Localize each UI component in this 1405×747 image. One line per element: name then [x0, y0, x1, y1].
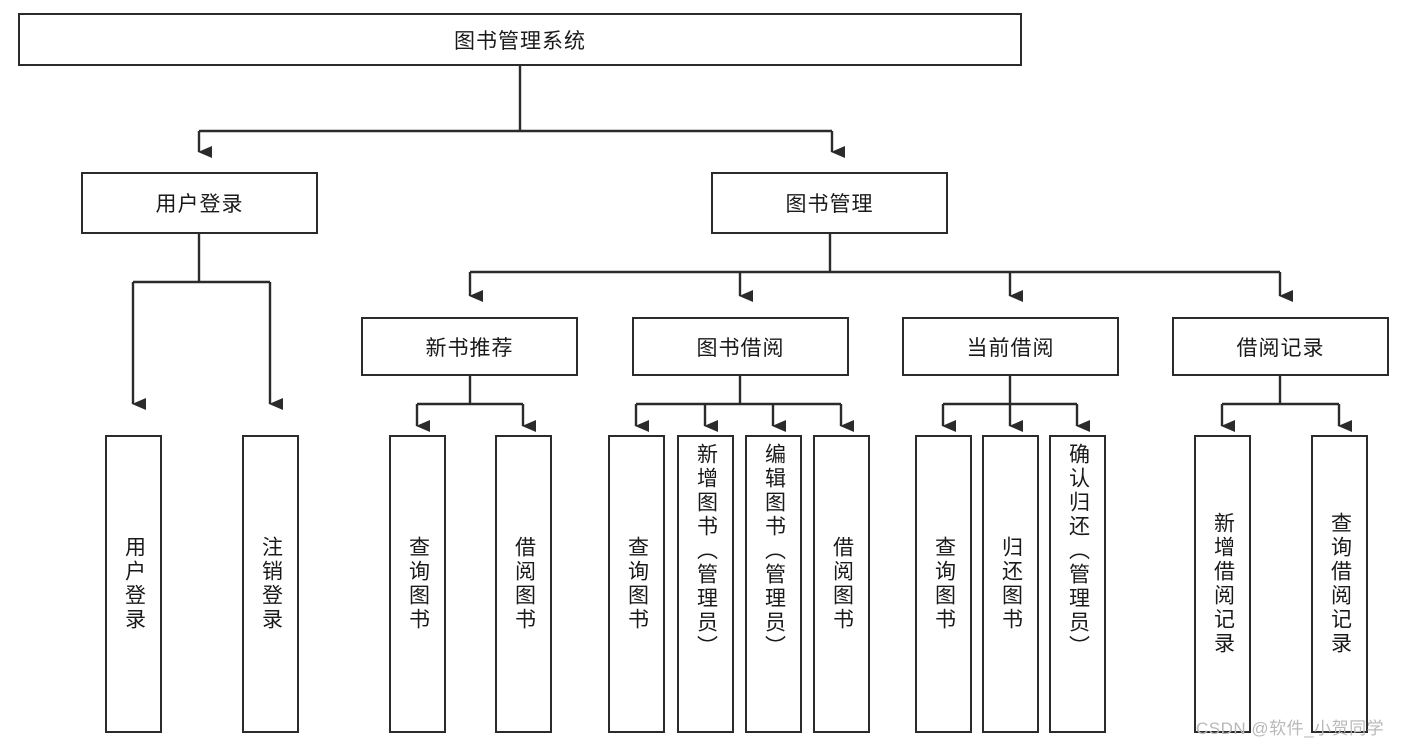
- node-borrow-record[interactable]: 借阅记录: [1172, 317, 1389, 376]
- leaf-query-book-borrow[interactable]: 查询图书: [608, 435, 665, 733]
- node-user-login-label: 用户登录: [155, 193, 244, 216]
- leaf-return-book[interactable]: 归还图书: [982, 435, 1039, 733]
- leaf-user-login-label: 用户登录: [122, 536, 146, 632]
- leaf-add-book-admin[interactable]: 新增图书（管理员）: [677, 435, 734, 733]
- leaf-confirm-return-admin[interactable]: 确认归还（管理员）: [1049, 435, 1106, 733]
- leaf-query-book-recommend[interactable]: 查询图书: [389, 435, 446, 733]
- csdn-watermark: CSDN @软件_小贺同学: [1196, 719, 1385, 738]
- node-user-login[interactable]: 用户登录: [81, 172, 318, 234]
- leaf-query-book-borrow-label: 查询图书: [625, 536, 649, 632]
- leaf-return-book-label: 归还图书: [999, 536, 1023, 632]
- leaf-borrow-book-recommend-label: 借阅图书: [512, 536, 536, 632]
- leaf-logout-label: 注销登录: [259, 536, 283, 632]
- leaf-query-borrow-record-label: 查询借阅记录: [1328, 512, 1352, 656]
- node-new-book-recommend-label: 新书推荐: [425, 336, 514, 360]
- node-book-borrow[interactable]: 图书借阅: [632, 317, 849, 376]
- leaf-add-borrow-record-label: 新增借阅记录: [1211, 512, 1235, 656]
- leaf-query-book-recommend-label: 查询图书: [406, 536, 430, 632]
- leaf-add-book-admin-label: 新增图书（管理员）: [694, 443, 718, 659]
- leaf-edit-book-admin[interactable]: 编辑图书（管理员）: [745, 435, 802, 733]
- leaf-logout[interactable]: 注销登录: [242, 435, 299, 733]
- leaf-query-book-current-label: 查询图书: [932, 536, 956, 632]
- node-current-borrow[interactable]: 当前借阅: [902, 317, 1119, 376]
- leaf-edit-book-admin-label: 编辑图书（管理员）: [762, 443, 786, 659]
- node-root-label: 图书管理系统: [454, 29, 586, 53]
- leaf-borrow-book[interactable]: 借阅图书: [813, 435, 870, 733]
- leaf-borrow-book-recommend[interactable]: 借阅图书: [495, 435, 552, 733]
- leaf-confirm-return-admin-label: 确认归还（管理员）: [1066, 443, 1090, 659]
- node-new-book-recommend[interactable]: 新书推荐: [361, 317, 578, 376]
- leaf-query-book-current[interactable]: 查询图书: [915, 435, 972, 733]
- leaf-user-login[interactable]: 用户登录: [105, 435, 162, 733]
- node-root[interactable]: 图书管理系统: [18, 13, 1022, 66]
- leaf-query-borrow-record[interactable]: 查询借阅记录: [1311, 435, 1368, 733]
- leaf-add-borrow-record[interactable]: 新增借阅记录: [1194, 435, 1251, 733]
- leaf-borrow-book-label: 借阅图书: [830, 536, 854, 632]
- node-borrow-record-label: 借阅记录: [1236, 336, 1325, 360]
- node-book-borrow-label: 图书借阅: [696, 336, 785, 360]
- node-current-borrow-label: 当前借阅: [966, 336, 1055, 360]
- node-book-management[interactable]: 图书管理: [711, 172, 948, 234]
- node-book-management-label: 图书管理: [785, 193, 874, 216]
